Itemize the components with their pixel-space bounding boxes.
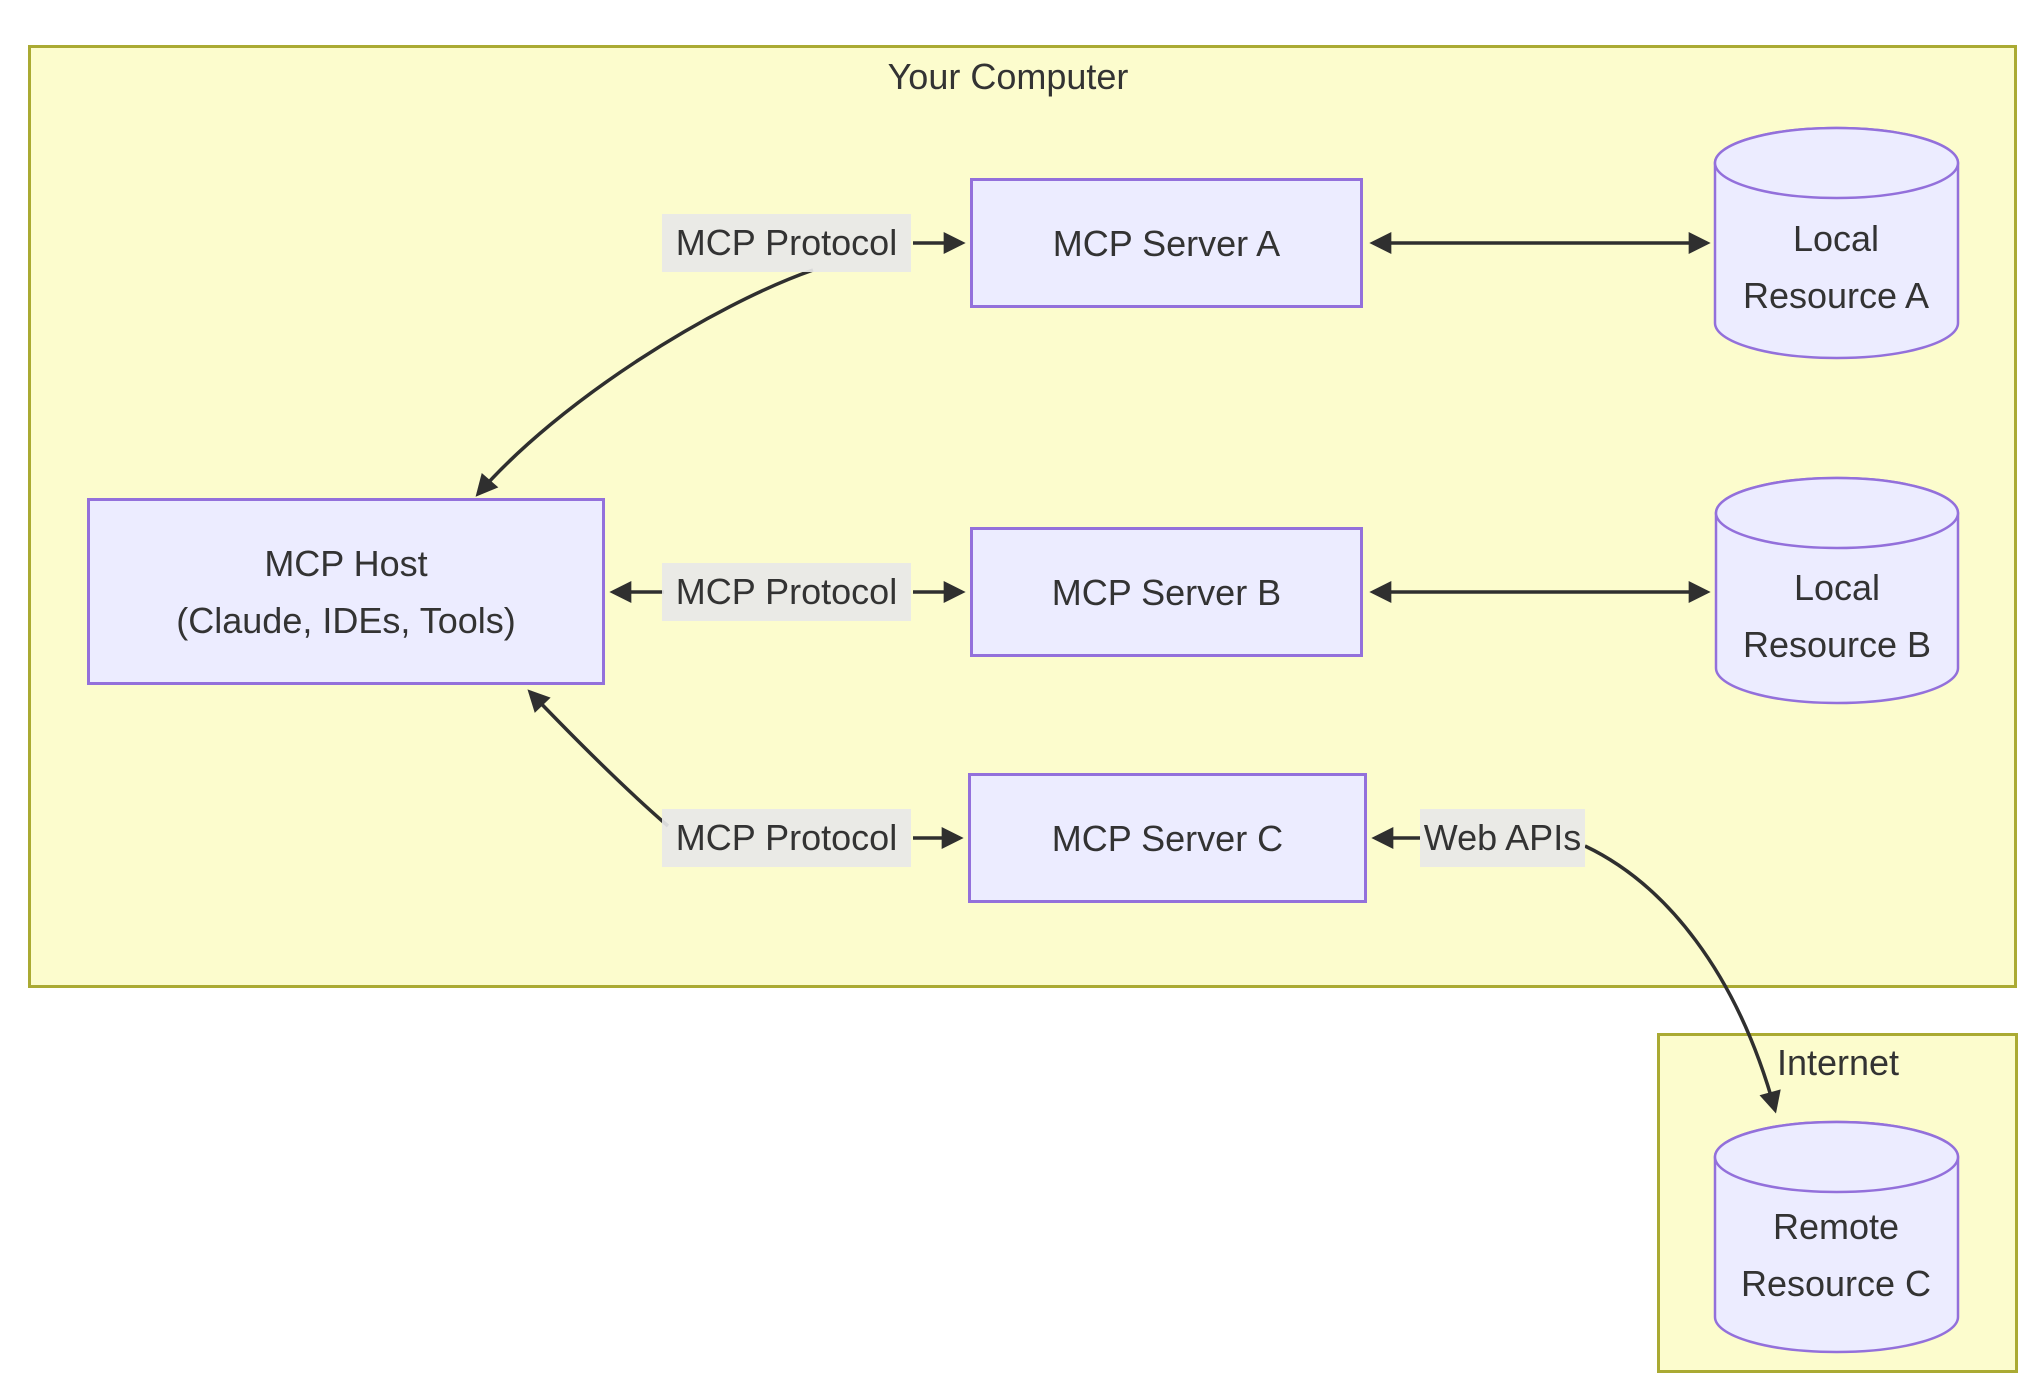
cluster-internet-title: Internet — [1776, 1042, 1900, 1083]
local-resource-b-line1: Local — [1793, 567, 1881, 608]
node-mcp-host: MCP Host (Claude, IDEs, Tools) — [87, 498, 605, 685]
mcp-host-label-line2: (Claude, IDEs, Tools) — [176, 599, 516, 641]
local-resource-b-label: Local Resource B — [1743, 559, 1931, 673]
local-resource-a-line1: Local — [1792, 218, 1880, 259]
local-resource-a-line2: Resource A — [1742, 275, 1930, 316]
node-mcp-server-b: MCP Server B — [970, 527, 1363, 657]
edge-label-web-apis: Web APIs — [1420, 809, 1585, 867]
remote-resource-c-line1: Remote — [1772, 1206, 1900, 1247]
mcp-server-a-label: MCP Server A — [1052, 222, 1281, 264]
remote-resource-c-line2: Resource C — [1740, 1263, 1932, 1304]
local-resource-b-line2: Resource B — [1742, 624, 1932, 665]
cluster-your-computer-title: Your Computer — [887, 56, 1129, 97]
node-mcp-server-c: MCP Server C — [968, 773, 1367, 903]
node-mcp-server-a: MCP Server A — [970, 178, 1363, 308]
remote-resource-c-label: Remote Resource C — [1741, 1198, 1931, 1312]
local-resource-a-label: Local Resource A — [1743, 210, 1929, 324]
mcp-host-label-line1: MCP Host — [264, 542, 428, 584]
edge-label-mcp-protocol-c: MCP Protocol — [662, 809, 911, 867]
edge-label-mcp-protocol-a: MCP Protocol — [662, 214, 911, 272]
mcp-server-c-label: MCP Server C — [1051, 817, 1284, 859]
mcp-server-b-label: MCP Server B — [1051, 571, 1282, 613]
edge-label-mcp-protocol-b: MCP Protocol — [662, 563, 911, 621]
